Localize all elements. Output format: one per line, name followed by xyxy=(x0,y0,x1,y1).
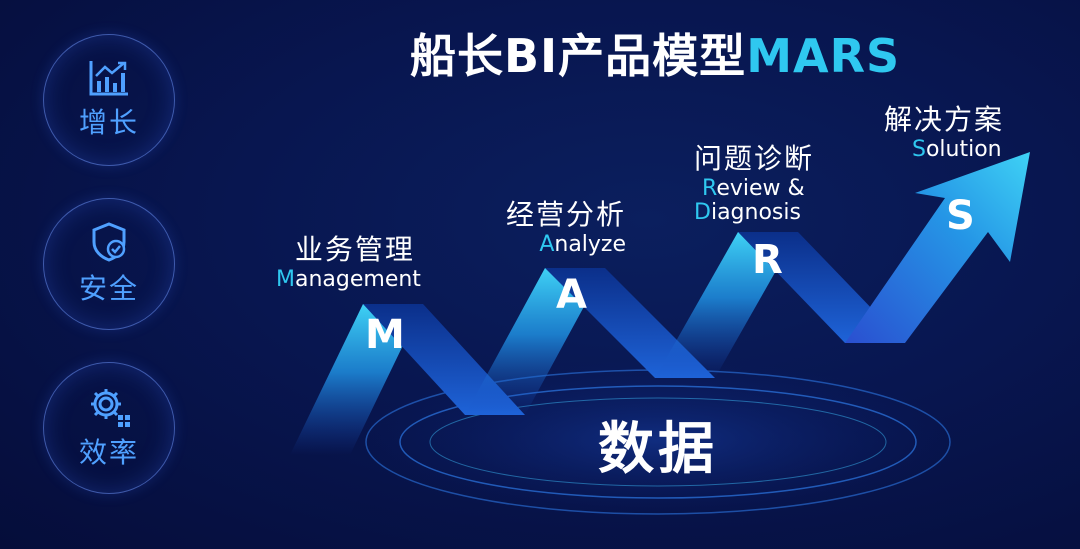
step-en-r: Review & xyxy=(702,176,805,201)
center-label-data: 数据 xyxy=(598,417,718,482)
inner-ring xyxy=(429,397,887,487)
ribbon-rise-s xyxy=(845,152,1030,343)
sidebar-item-efficiency: 效率 xyxy=(43,362,175,494)
sidebar-label-growth: 增长 xyxy=(78,106,139,139)
step-letter-a: A xyxy=(556,272,587,318)
step-en-m: Management xyxy=(276,267,421,292)
step-label-r: 问题诊断 Review & Diagnosis xyxy=(694,137,814,225)
sidebar-label-efficiency: 效率 xyxy=(78,436,139,469)
step-cn-a: 经营分析 xyxy=(506,198,627,231)
step-en2-r: Diagnosis xyxy=(694,200,801,226)
step-cn-m: 业务管理 xyxy=(294,233,415,266)
step-cn-r: 问题诊断 xyxy=(694,142,815,175)
growth-chart-icon xyxy=(88,59,130,97)
page-title: 船长BI产品模型MARS xyxy=(410,20,900,86)
title-accent: MARS xyxy=(746,29,901,83)
step-label-s: 解决方案 Solution xyxy=(884,98,1004,162)
step-letter-s: S xyxy=(946,193,975,239)
ribbon-rise-r xyxy=(655,232,798,378)
step-en-s: Solution xyxy=(912,137,1002,162)
sidebar-label-security: 安全 xyxy=(78,272,139,305)
sidebar-item-security: 安全 xyxy=(43,198,175,330)
ribbon-rise-a xyxy=(465,268,605,415)
middle-ring xyxy=(399,385,917,499)
step-letter-r: R xyxy=(752,237,783,283)
step-label-a: 经营分析 Analyze xyxy=(506,193,626,257)
step-letter-m: M xyxy=(365,312,405,358)
step-en-a: Analyze xyxy=(539,232,627,257)
shield-check-icon xyxy=(89,221,129,263)
step-label-m: 业务管理 Management xyxy=(276,228,421,292)
step-cn-s: 解决方案 xyxy=(884,103,1005,136)
ribbon-fall-r xyxy=(738,232,905,343)
ribbon-rise-m xyxy=(290,304,423,455)
sidebar-item-growth: 增长 xyxy=(43,34,175,166)
title-main: 船长BI产品模型 xyxy=(410,29,747,83)
gear-icon xyxy=(87,385,131,427)
